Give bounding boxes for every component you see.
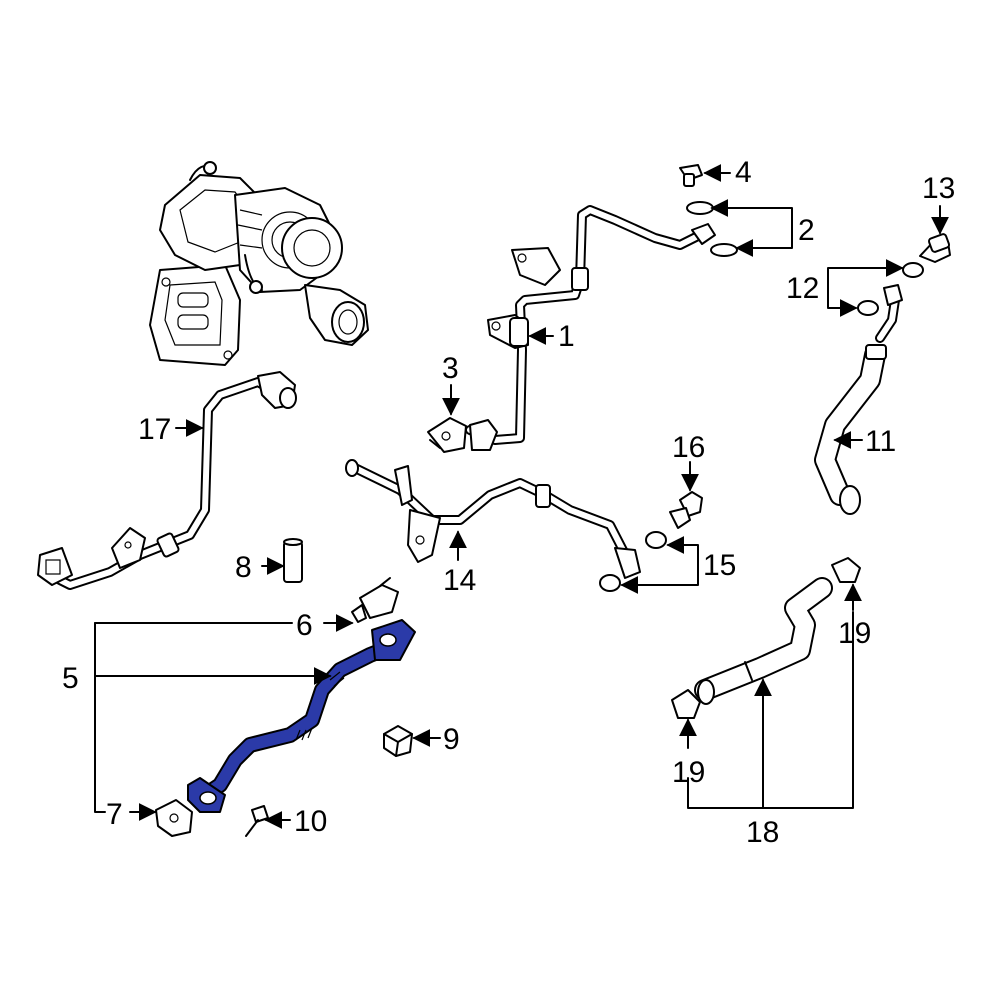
callout-11: 11 [833, 425, 896, 458]
callout-label-15: 15 [703, 549, 736, 582]
seals-15 [599, 531, 667, 592]
bracket-7 [155, 799, 193, 837]
callout-5: 5 [62, 622, 332, 813]
callout-label-12: 12 [786, 272, 819, 305]
callout-19-bottom: 19 [672, 718, 705, 789]
callout-3: 3 [442, 352, 460, 416]
callout-17: 17 [138, 413, 204, 446]
callout-15: 15 [620, 536, 736, 594]
callout-label-2: 2 [798, 214, 815, 247]
callout-1: 1 [528, 320, 575, 353]
turbo-oil-pipe-5 [187, 619, 416, 813]
sleeve-8 [283, 538, 303, 583]
callout-18: 18 [687, 611, 854, 849]
return-pipe-11 [814, 284, 903, 515]
callout-14: 14 [443, 530, 476, 597]
bracket-3 [427, 417, 467, 453]
callout-label-1: 1 [558, 320, 575, 353]
hose-18 [694, 577, 833, 705]
callout-4: 4 [703, 156, 752, 189]
callout-label-3: 3 [442, 352, 459, 385]
callout-label-14: 14 [443, 564, 476, 597]
seals-12 [857, 262, 924, 316]
callout-9: 9 [412, 723, 460, 756]
callout-10: 10 [264, 805, 327, 838]
callout-19-top: 19 [838, 583, 871, 650]
water-pipe-14 [345, 459, 641, 579]
callout-2: 2 [710, 199, 815, 257]
bolt-13 [919, 233, 951, 263]
callout-label-18: 18 [746, 816, 779, 849]
callout-label-10: 10 [294, 805, 327, 838]
callout-12: 12 [786, 259, 904, 317]
clamp-19-bottom [671, 689, 701, 719]
sensor-6 [351, 577, 399, 623]
callout-label-17: 17 [138, 413, 171, 446]
oil-feed-line-1 [465, 205, 716, 451]
callout-7: 7 [106, 798, 157, 831]
callout-13: 13 [922, 172, 955, 235]
callout-16: 16 [672, 431, 705, 492]
callout-label-8: 8 [235, 551, 252, 584]
callout-label-16: 16 [672, 431, 705, 464]
bolt-4 [679, 164, 703, 187]
callout-label-4: 4 [735, 156, 752, 189]
callout-label-19-bottom: 19 [672, 756, 705, 789]
clamp-19-top [831, 557, 861, 583]
callout-8: 8 [235, 551, 285, 584]
callout-label-6: 6 [296, 609, 313, 642]
bolt-16 [669, 491, 703, 529]
callout-label-9: 9 [443, 723, 460, 756]
callout-label-11: 11 [865, 425, 896, 458]
callout-label-7: 7 [106, 798, 123, 831]
clip-9 [383, 725, 413, 757]
callout-label-19-top: 19 [838, 617, 871, 650]
callout-6: 6 [94, 609, 354, 642]
coolant-line-17 [37, 371, 297, 590]
callout-label-5: 5 [62, 662, 79, 695]
bolt-10 [245, 805, 269, 837]
turbocharger [149, 161, 369, 366]
callout-label-13: 13 [922, 172, 955, 205]
seals-2 [686, 201, 738, 257]
